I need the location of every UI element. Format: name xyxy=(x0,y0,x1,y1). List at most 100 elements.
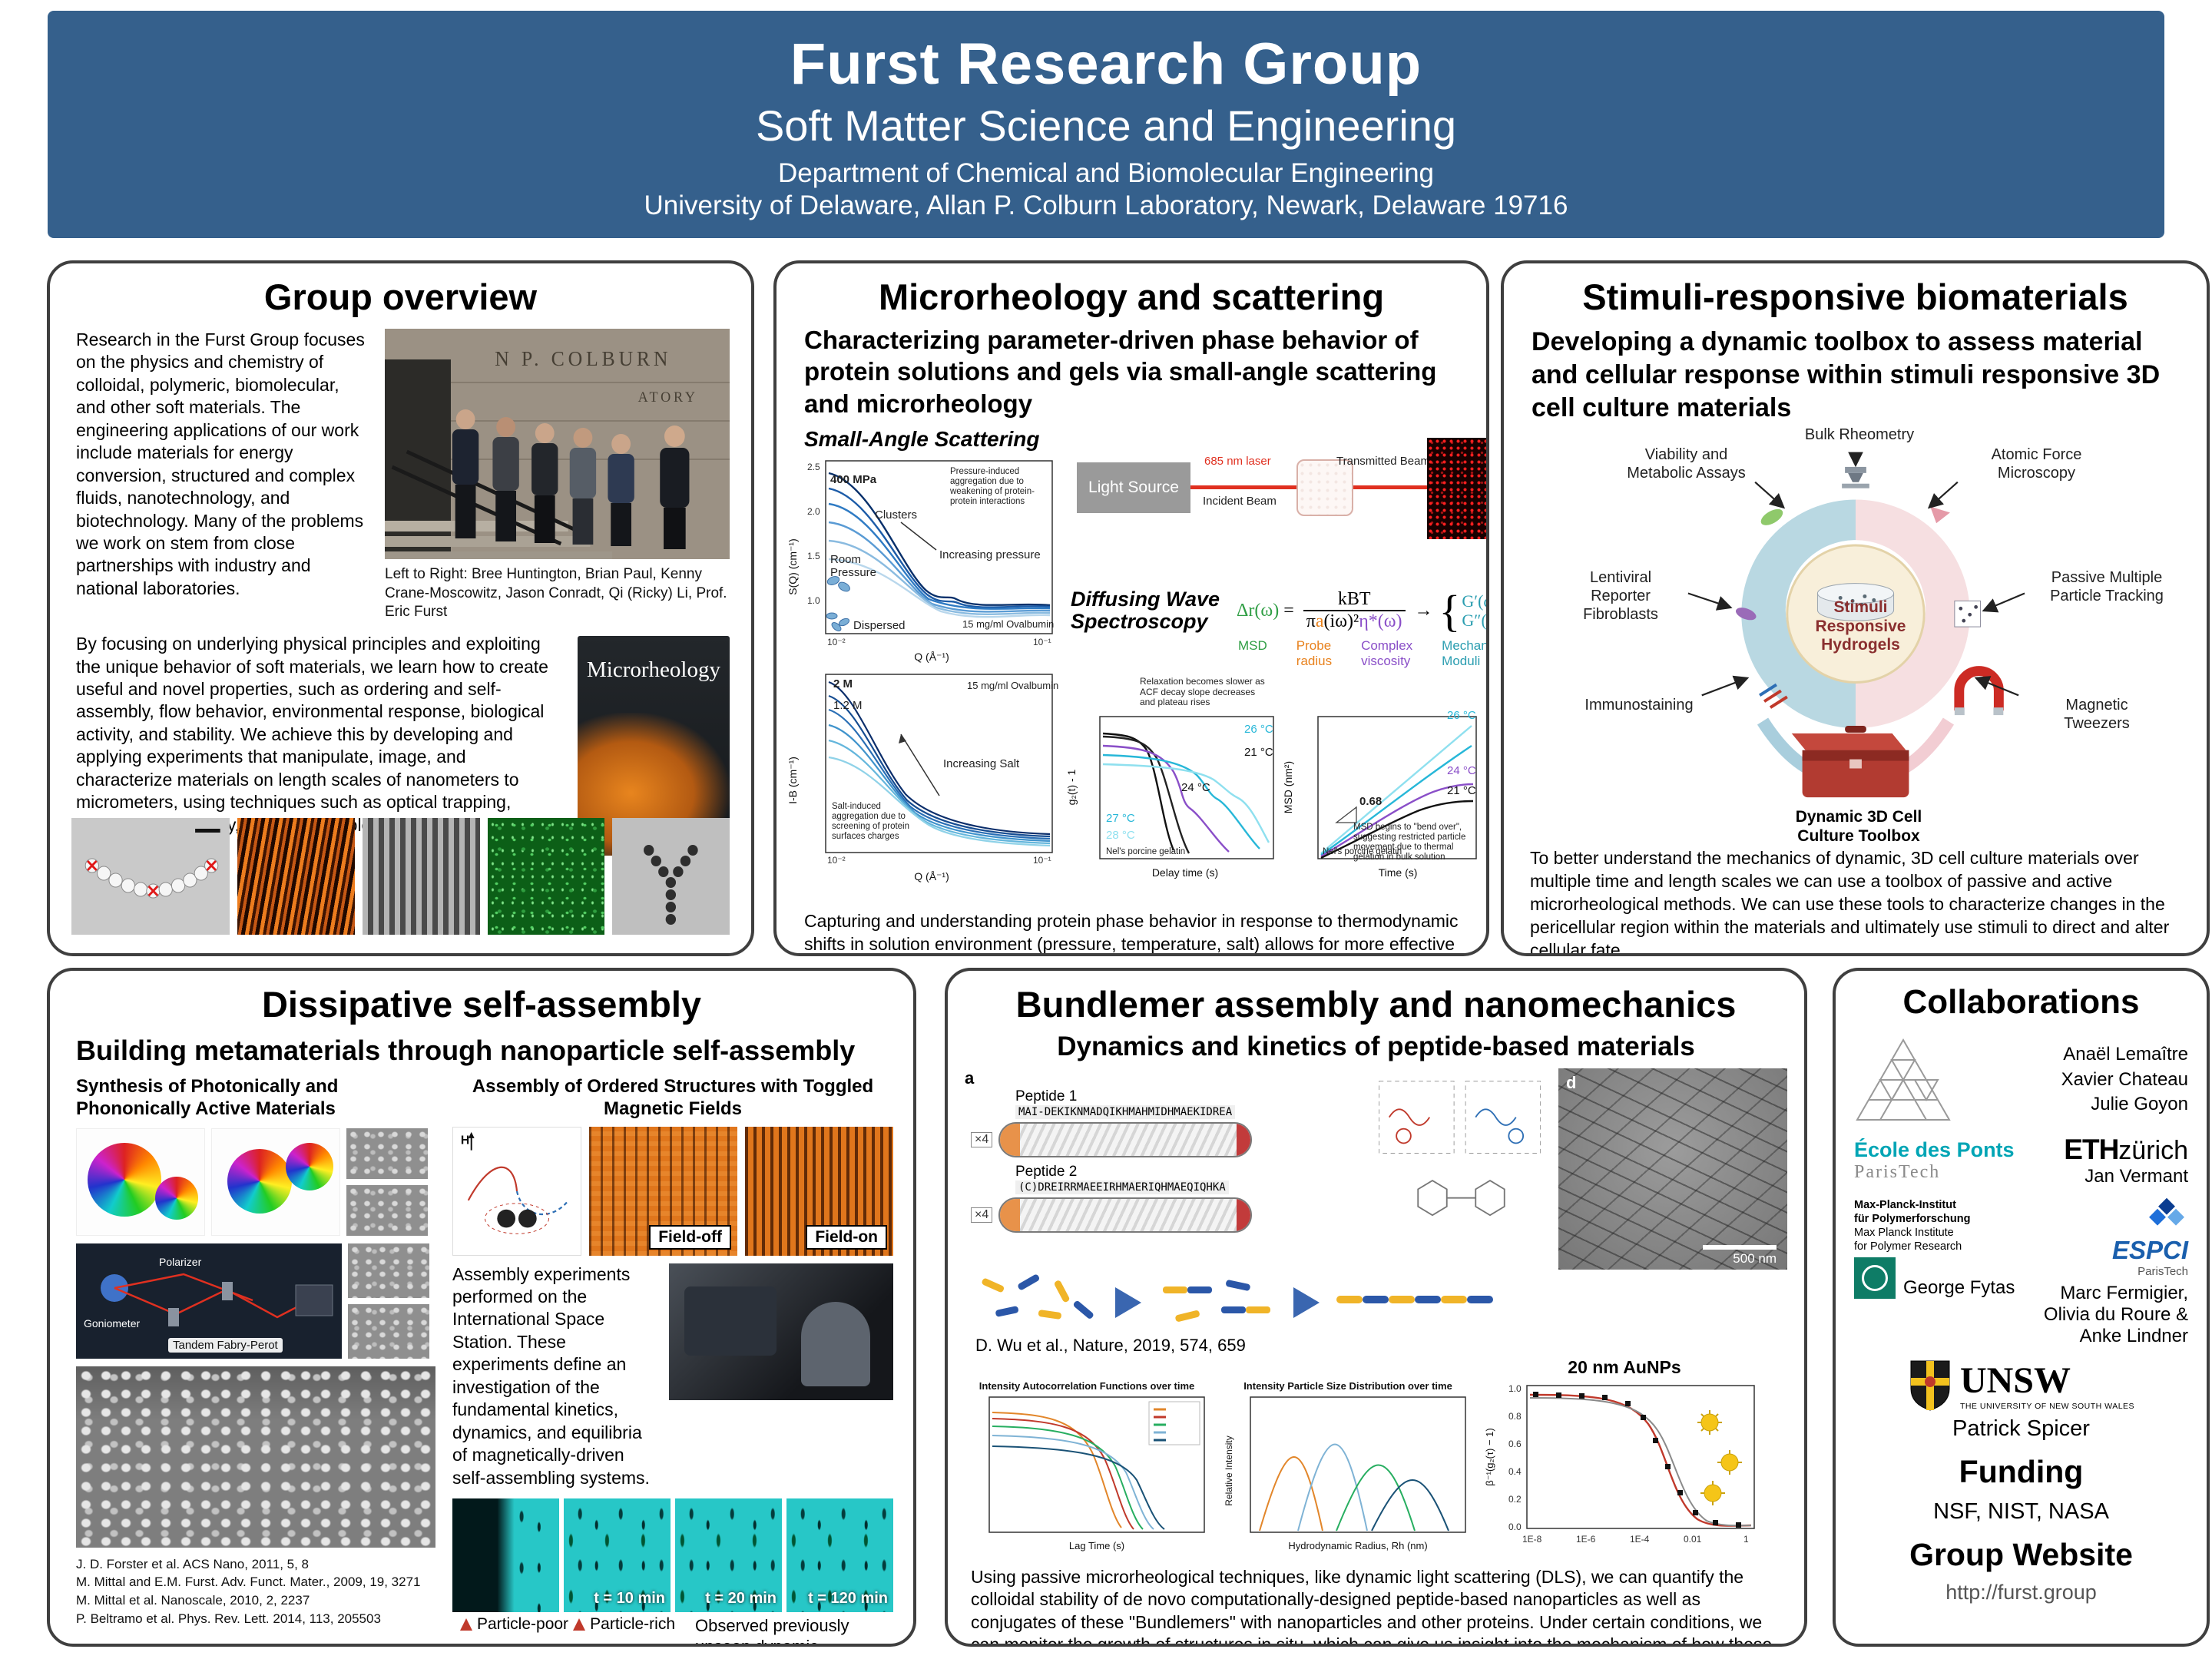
scale-bar-label: 500 nm xyxy=(1733,1251,1777,1266)
building-text-2: ATORY xyxy=(638,389,698,406)
p2-2m: 2 M xyxy=(833,677,853,690)
p3-21c: 21 °C xyxy=(1244,745,1273,759)
light-source-box: Light Source xyxy=(1077,462,1190,513)
funding-heading: Funding xyxy=(1959,1454,2084,1489)
unsw-block: UNSW THE UNIVERSITY OF NEW SOUTH WALES xyxy=(1854,1358,2188,1412)
scale-bar xyxy=(1703,1245,1777,1250)
mechanical-moduli-tag: Mechanical Moduli xyxy=(1442,637,1488,668)
label-magnetic-tweezers: Magnetic Tweezers xyxy=(2064,697,2130,733)
phononic-sphere-render xyxy=(211,1128,340,1236)
label-stimuli-hydrogels: Stimuli Responsive Hydrogels xyxy=(1815,598,1906,654)
eq-brace: { xyxy=(1439,585,1461,636)
plotA-title: Intensity Autocorrelation Functions over… xyxy=(979,1380,1195,1392)
group-photo-caption: Left to Right: Bree Huntington, Brian Pa… xyxy=(385,566,727,621)
p2-sample: 15 mg/ml Ovalbumin xyxy=(967,679,1059,691)
eq-equals: = xyxy=(1283,600,1294,621)
p4-note: MSD begins to "bend over", suggesting re… xyxy=(1353,822,1466,863)
p4-ylabel: MSD (nm²) xyxy=(1283,761,1294,813)
dws-schematic: Light Source 685 nm laser Incident Beam … xyxy=(1066,426,1486,579)
microscopy-image-strip xyxy=(71,818,730,935)
magnetic-interaction-diagram: H xyxy=(452,1126,581,1256)
mpi-line: for Polymer Research xyxy=(1854,1240,1962,1253)
collaborator-name: Marc Fermigier, Olivia du Roure & Anke L… xyxy=(2043,1283,2188,1346)
figure-label-a: a xyxy=(965,1068,975,1088)
microgravity-image-row: t = 10 min t = 20 min t = 120 min xyxy=(452,1498,893,1612)
sem-thumbnail xyxy=(348,1243,429,1298)
autocorrelation-axes: Intensity Autocorrelation Functions over… xyxy=(979,1380,1205,1551)
eq-complex-viscosity: η*(ω) xyxy=(1359,611,1402,632)
poster-subtitle: Soft Matter Science and Engineering xyxy=(755,101,1457,150)
label-toolbox: Dynamic 3D Cell Culture Toolbox xyxy=(1795,808,1922,845)
red-x-markers xyxy=(87,859,217,897)
time-label: t = 20 min xyxy=(705,1589,777,1607)
department-line: Department of Chemical and Biomolecular … xyxy=(777,158,1435,188)
pc-ytick: 0.2 xyxy=(1508,1494,1522,1505)
eq-msd-term: Δr(ω) xyxy=(1237,600,1280,621)
p3-sample: Nel's porcine gelatin xyxy=(1106,846,1186,856)
p2-ylabel: I-B (cm⁻¹) xyxy=(786,757,799,804)
pc-ylabel: β⁻¹(g₂(τ) − 1) xyxy=(1484,1428,1495,1485)
p1-room-pressure: Room Pressure xyxy=(830,552,877,579)
mpi-line: für Polymerforschung xyxy=(1854,1213,1971,1226)
label-afm: Atomic Force Microscopy xyxy=(1991,446,2082,482)
figure-label-d: d xyxy=(1566,1073,1577,1092)
reference: M. Mittal et al. Nanoscale, 2010, 2, 223… xyxy=(76,1593,310,1608)
collaborator-name: Julie Goyon xyxy=(2091,1094,2188,1115)
micro-subtitle: Characterizing parameter-driven phase be… xyxy=(804,326,1437,418)
paired-rods xyxy=(1163,1280,1270,1322)
bundlemer-title: Bundlemer assembly and nanomechanics xyxy=(1015,984,1737,1025)
plotB-title: Intensity Particle Size Distribution ove… xyxy=(1243,1380,1452,1392)
pc-xtick: 0.01 xyxy=(1684,1534,1702,1545)
grsd-equation: Δr(ω) = kBT πa(iω)²η*(ω) → { G′(ω) G″(ω) xyxy=(1237,585,1487,637)
tem-image: d 500 nm xyxy=(1558,1068,1787,1270)
pc-ytick: 0.6 xyxy=(1508,1439,1522,1449)
gold-nanoparticle-icons xyxy=(1697,1410,1742,1505)
eq-g-doubleprime: G″(ω) xyxy=(1462,611,1487,631)
colloid-chain-micrograph xyxy=(71,818,230,935)
micro-caption: Capturing and understanding protein phas… xyxy=(804,910,1459,954)
confocal-green-micrograph xyxy=(487,818,605,935)
collaborator-name: Jan Vermant xyxy=(2085,1166,2188,1187)
polarizer-label: Polarizer xyxy=(159,1255,202,1268)
group-website-url[interactable]: http://furst.group xyxy=(1945,1581,2097,1604)
p4-sample: Nel's porcine gelatin xyxy=(1323,846,1402,856)
peptide-schematics: a Peptide 1 MAI-DEKIKNMADQIKHMAHMIDHMAEK… xyxy=(965,1068,1364,1270)
chain-art xyxy=(71,818,230,935)
p2-xtick: 10⁻¹ xyxy=(1033,855,1051,866)
iss-text: Assembly experiments performed on the In… xyxy=(452,1263,650,1488)
reference: P. Beltramo et al. Phys. Rev. Lett. 2014… xyxy=(76,1611,381,1626)
p2-increasing-salt: Increasing Salt xyxy=(943,757,1020,770)
poster-title: Furst Research Group xyxy=(790,31,1422,97)
tem-image-block: d 500 nm xyxy=(1558,1068,1787,1270)
diagram-arrows xyxy=(1687,452,2025,697)
people-silhouettes xyxy=(452,409,690,549)
fibroblast-icon xyxy=(1735,608,1757,621)
unsw-shield-logo xyxy=(1910,1360,1950,1411)
sem-thumbnail xyxy=(348,1303,429,1359)
p1-ytick: 2.5 xyxy=(807,462,820,472)
p4-xlabel: Time (s) xyxy=(1379,866,1418,879)
panel-group-overview: Group overview Research in the Furst Gro… xyxy=(47,260,754,956)
acf-time-curves xyxy=(992,1412,1165,1530)
acf-plot: g₂(t) - 1 Delay time (s) Relaxation beco… xyxy=(1065,672,1281,902)
fabry-perot-diagram: Polarizer Goniometer Tandem Fabry-Perot xyxy=(76,1243,342,1359)
ring-left xyxy=(1741,500,1856,729)
photonic-sphere-render xyxy=(76,1128,205,1236)
p1-sample: 15 mg/ml Ovalbumin xyxy=(962,618,1055,630)
p3-note: Relaxation becomes slower as ACF decay s… xyxy=(1140,675,1265,708)
x4-multiplier: ×4 xyxy=(971,1132,993,1147)
eq-numerator: kBT xyxy=(1337,589,1371,610)
observation-text: Observed previously unseen dynamic, anis… xyxy=(695,1615,849,1647)
eq-g-prime: G′(ω) xyxy=(1462,591,1486,611)
p2-xtick: 10⁻² xyxy=(827,855,846,866)
microgravity-image-t20: t = 20 min xyxy=(675,1498,782,1612)
incident-beam-line xyxy=(1190,485,1296,489)
label-particle-tracking: Passive Multiple Particle Tracking xyxy=(2050,569,2164,605)
panel-collaborations: Collaborations Anaël Lemaître Xavier Cha… xyxy=(1833,968,2210,1647)
plotB-xlabel: Hydrodynamic Radius, Rh (nm) xyxy=(1288,1540,1427,1551)
dissipative-subtitle: Building metamaterials through nanoparti… xyxy=(76,1035,856,1066)
collaborator-name: Patrick Spicer xyxy=(1952,1416,2090,1441)
aunp-label: 20 nm AuNPs xyxy=(1568,1357,1681,1377)
p1-increasing-pressure: Increasing pressure xyxy=(939,548,1041,561)
p1-clusters: Clusters xyxy=(875,508,918,522)
